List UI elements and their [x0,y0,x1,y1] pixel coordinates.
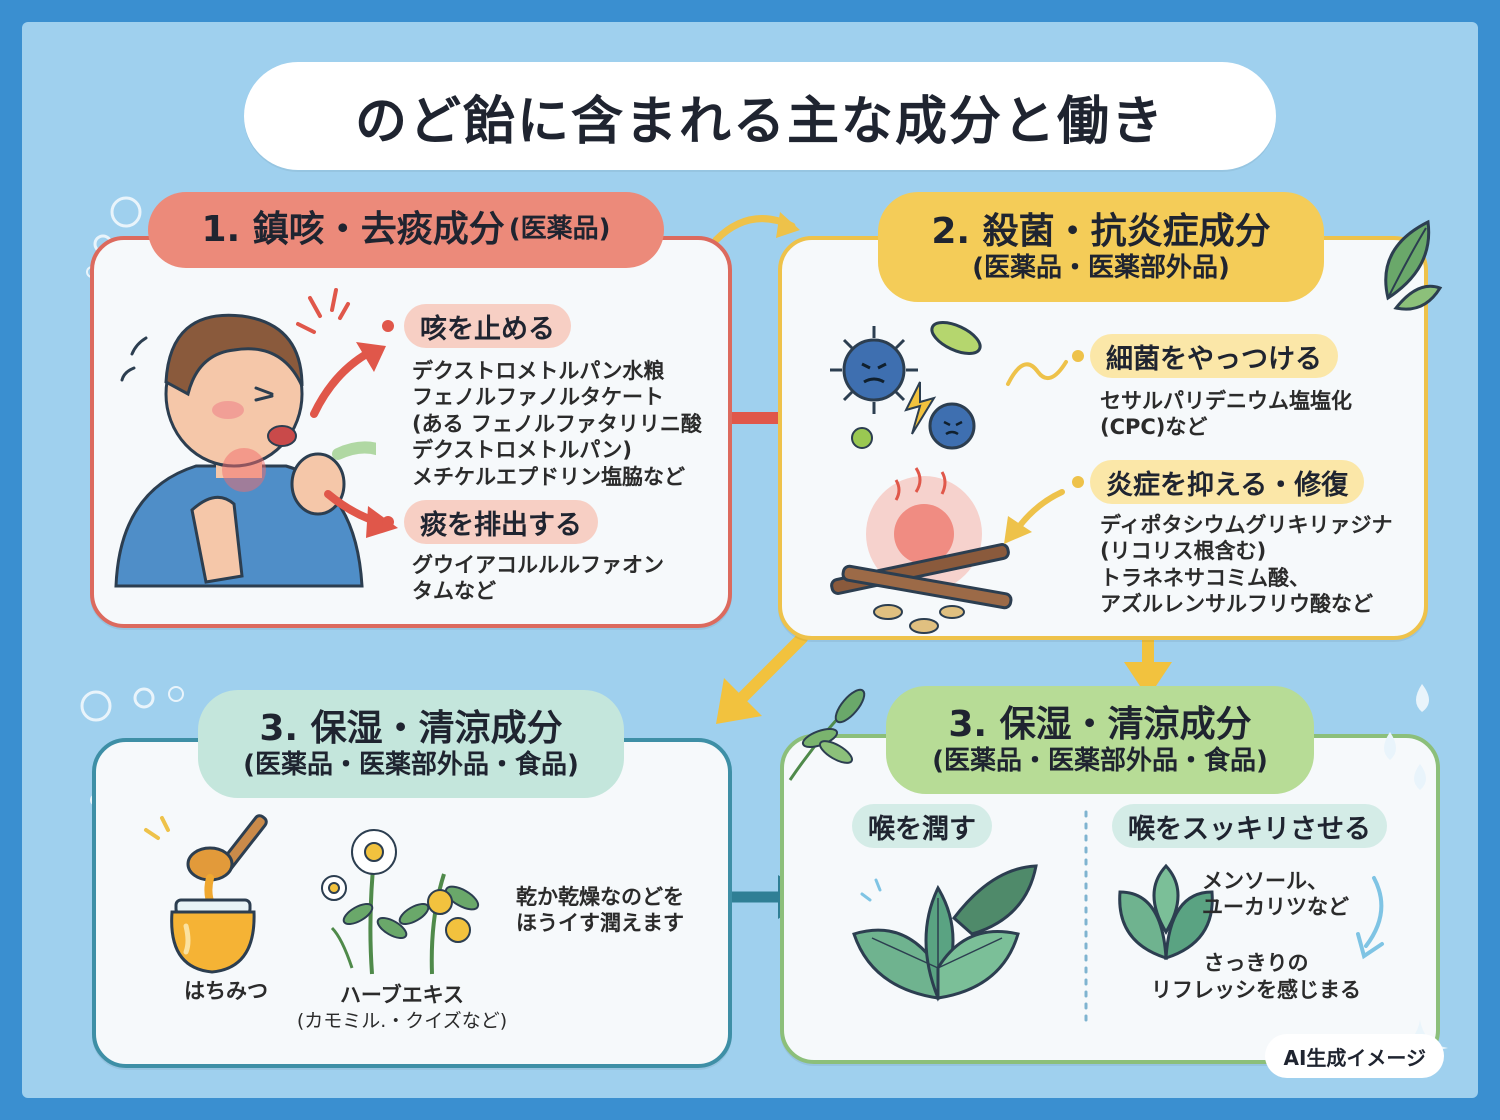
inflammation-ingredient-line: トラネネサコミム酸、 [1100,565,1310,590]
panel-antitussive-title: 1. 鎮咳・去痰成分 [201,209,505,251]
herb-note: (カモミル.・クイズなど) [296,1010,508,1033]
panel-moisturizing-left-heading: 3. 保湿・清涼成分 (医薬品・医薬部外品・食品) [198,690,624,798]
leaf-icon [788,688,866,781]
phlegm-ingredient-line: グウイアコルルルファオン [412,553,664,577]
cough-ingredients: デクストロメトルパン水粮 フェノルファノルタケート (ある フェノルファタリリニ… [412,358,702,490]
mint-leaf-icon [1118,863,1214,961]
menthol-ingredients: メンソール、 ユーカリツなど [1202,868,1349,921]
herb-extract-caption: ハーブエキス (カモミル.・クイズなど) [282,982,522,1034]
refresh-line: さっきりの [1203,951,1309,975]
arrow-icon [716,632,808,724]
fire-icon [830,467,1013,634]
panel-moisturizing-left-title: 3. 保湿・清涼成分 [259,707,563,749]
menthol-line: ユーカリツなど [1202,895,1349,920]
inflammation-ingredient-line: アズルレンサルフリウ酸など [1100,592,1373,617]
licorice-root-icon [830,543,1013,634]
kill-bacteria-label: 細菌をやっつける [1090,334,1338,378]
red-arrow-icon [324,490,398,538]
chamomile-herb-icon [321,829,480,975]
panel-antibacterial-sub: (医薬品・医薬部外品) [972,253,1230,283]
panel-antibacterial-heading: 2. 殺菌・抗炎症成分 (医薬品・医薬部外品) [878,192,1324,302]
phlegm-ingredient-line: タムなど [412,579,496,604]
phlegm-ingredients: グウイアコルルルファオン タムなど [412,552,664,605]
panel-antitussive-note: (医薬品) [508,214,611,245]
panel-antibacterial-title: 2. 殺菌・抗炎症成分 [931,210,1271,252]
panel-moisturizing-right-sub: (医薬品・医薬部外品・食品) [932,746,1268,776]
cough-ingredient-line: デクストロメトルパン) [412,438,633,463]
refresh-description: さっきりの リフレッシを感じまる [1126,950,1386,1005]
panel-moisturizing-right-title: 3. 保湿・清涼成分 [948,703,1252,745]
bacteria-ingredients: セサルパリデニウム塩塩化 (CPC)など [1100,388,1352,441]
refresh-throat-label: 喉をスッキリさせる [1112,804,1387,848]
cough-ingredient-line: メチケルエプドリン塩脇など [412,464,685,489]
moisturize-line: ほうイす潤えます [516,911,684,936]
bullet-dot [1072,476,1084,488]
coughing-person-icon [114,313,376,588]
honey-label: はちみつ [184,979,268,1003]
inflammation-ingredients: ディポタシウムグリキリァジナ (リコリス根含む) トラネネサコミム酸、 アズルレ… [1100,512,1393,618]
arrow-icon [712,212,800,244]
panel-antitussive-heading: 1. 鎮咳・去痰成分 (医薬品) [148,192,664,268]
reduce-inflammation-label: 炎症を抑える・修復 [1090,460,1365,504]
bacteria-ingredient-line: セサルパリデニウム塩塩化 [1100,389,1352,413]
leaf-icon [1384,219,1443,311]
moisturize-description: 乾か乾燥なのどを ほうイす潤えます [516,884,684,937]
panel-moisturizing-right-heading: 3. 保湿・清涼成分 (医薬品・医薬部外品・食品) [886,686,1314,794]
dotted-divider [1084,810,1088,1026]
inflammation-ingredient-line: ディポタシウムグリキリァジナ [1100,513,1393,537]
honey-jar-icon [144,814,268,974]
bullet-dot [382,516,394,528]
cough-suppress-label: 咳を止める [404,304,571,348]
bullet-dot [1072,350,1084,362]
burst-decoration-icon [296,288,350,334]
moisten-throat-label: 喉を潤す [852,804,992,848]
refresh-line: リフレッシを感じまる [1151,978,1361,1003]
bullet-dot [382,320,394,332]
menthol-line: メンソール、 [1202,869,1328,893]
infographic-canvas: のど飴に含まれる主な成分と働き 1. 鎮咳・去痰成分 (医薬品) [22,22,1478,1098]
yellow-arrow-icon [1004,489,1065,544]
cough-ingredient-line: (ある フェノルファタリリニ酸 [412,411,702,436]
herb-label: ハーブエキス [339,983,465,1007]
mint-leaf-icon [852,864,1038,1002]
squiggle-decoration-icon [1006,360,1068,386]
bacteria-ingredient-line: (CPC)など [1100,415,1208,440]
cough-ingredient-line: フェノルファノルタケート [412,385,664,410]
water-drop-icon [1384,684,1429,790]
moisturize-line: 乾か乾燥なのどを [516,885,684,909]
ai-generated-badge: AI生成イメージ [1265,1034,1444,1078]
page-title: のど飴に含まれる主な成分と働き [244,62,1276,170]
virus-icon [830,321,982,450]
panel-moisturizing-left-sub: (医薬品・医薬部外品・食品) [243,750,579,780]
cool-arrow-icon [1356,876,1384,960]
red-arrow-icon [310,342,386,418]
page-title-text: のど飴に含まれる主な成分と働き [354,91,1165,152]
phlegm-expel-label: 痰を排出する [404,500,598,544]
cough-ingredient-line: デクストロメトルパン水粮 [412,359,665,383]
inflammation-ingredient-line: (リコリス根含む) [1100,539,1267,564]
